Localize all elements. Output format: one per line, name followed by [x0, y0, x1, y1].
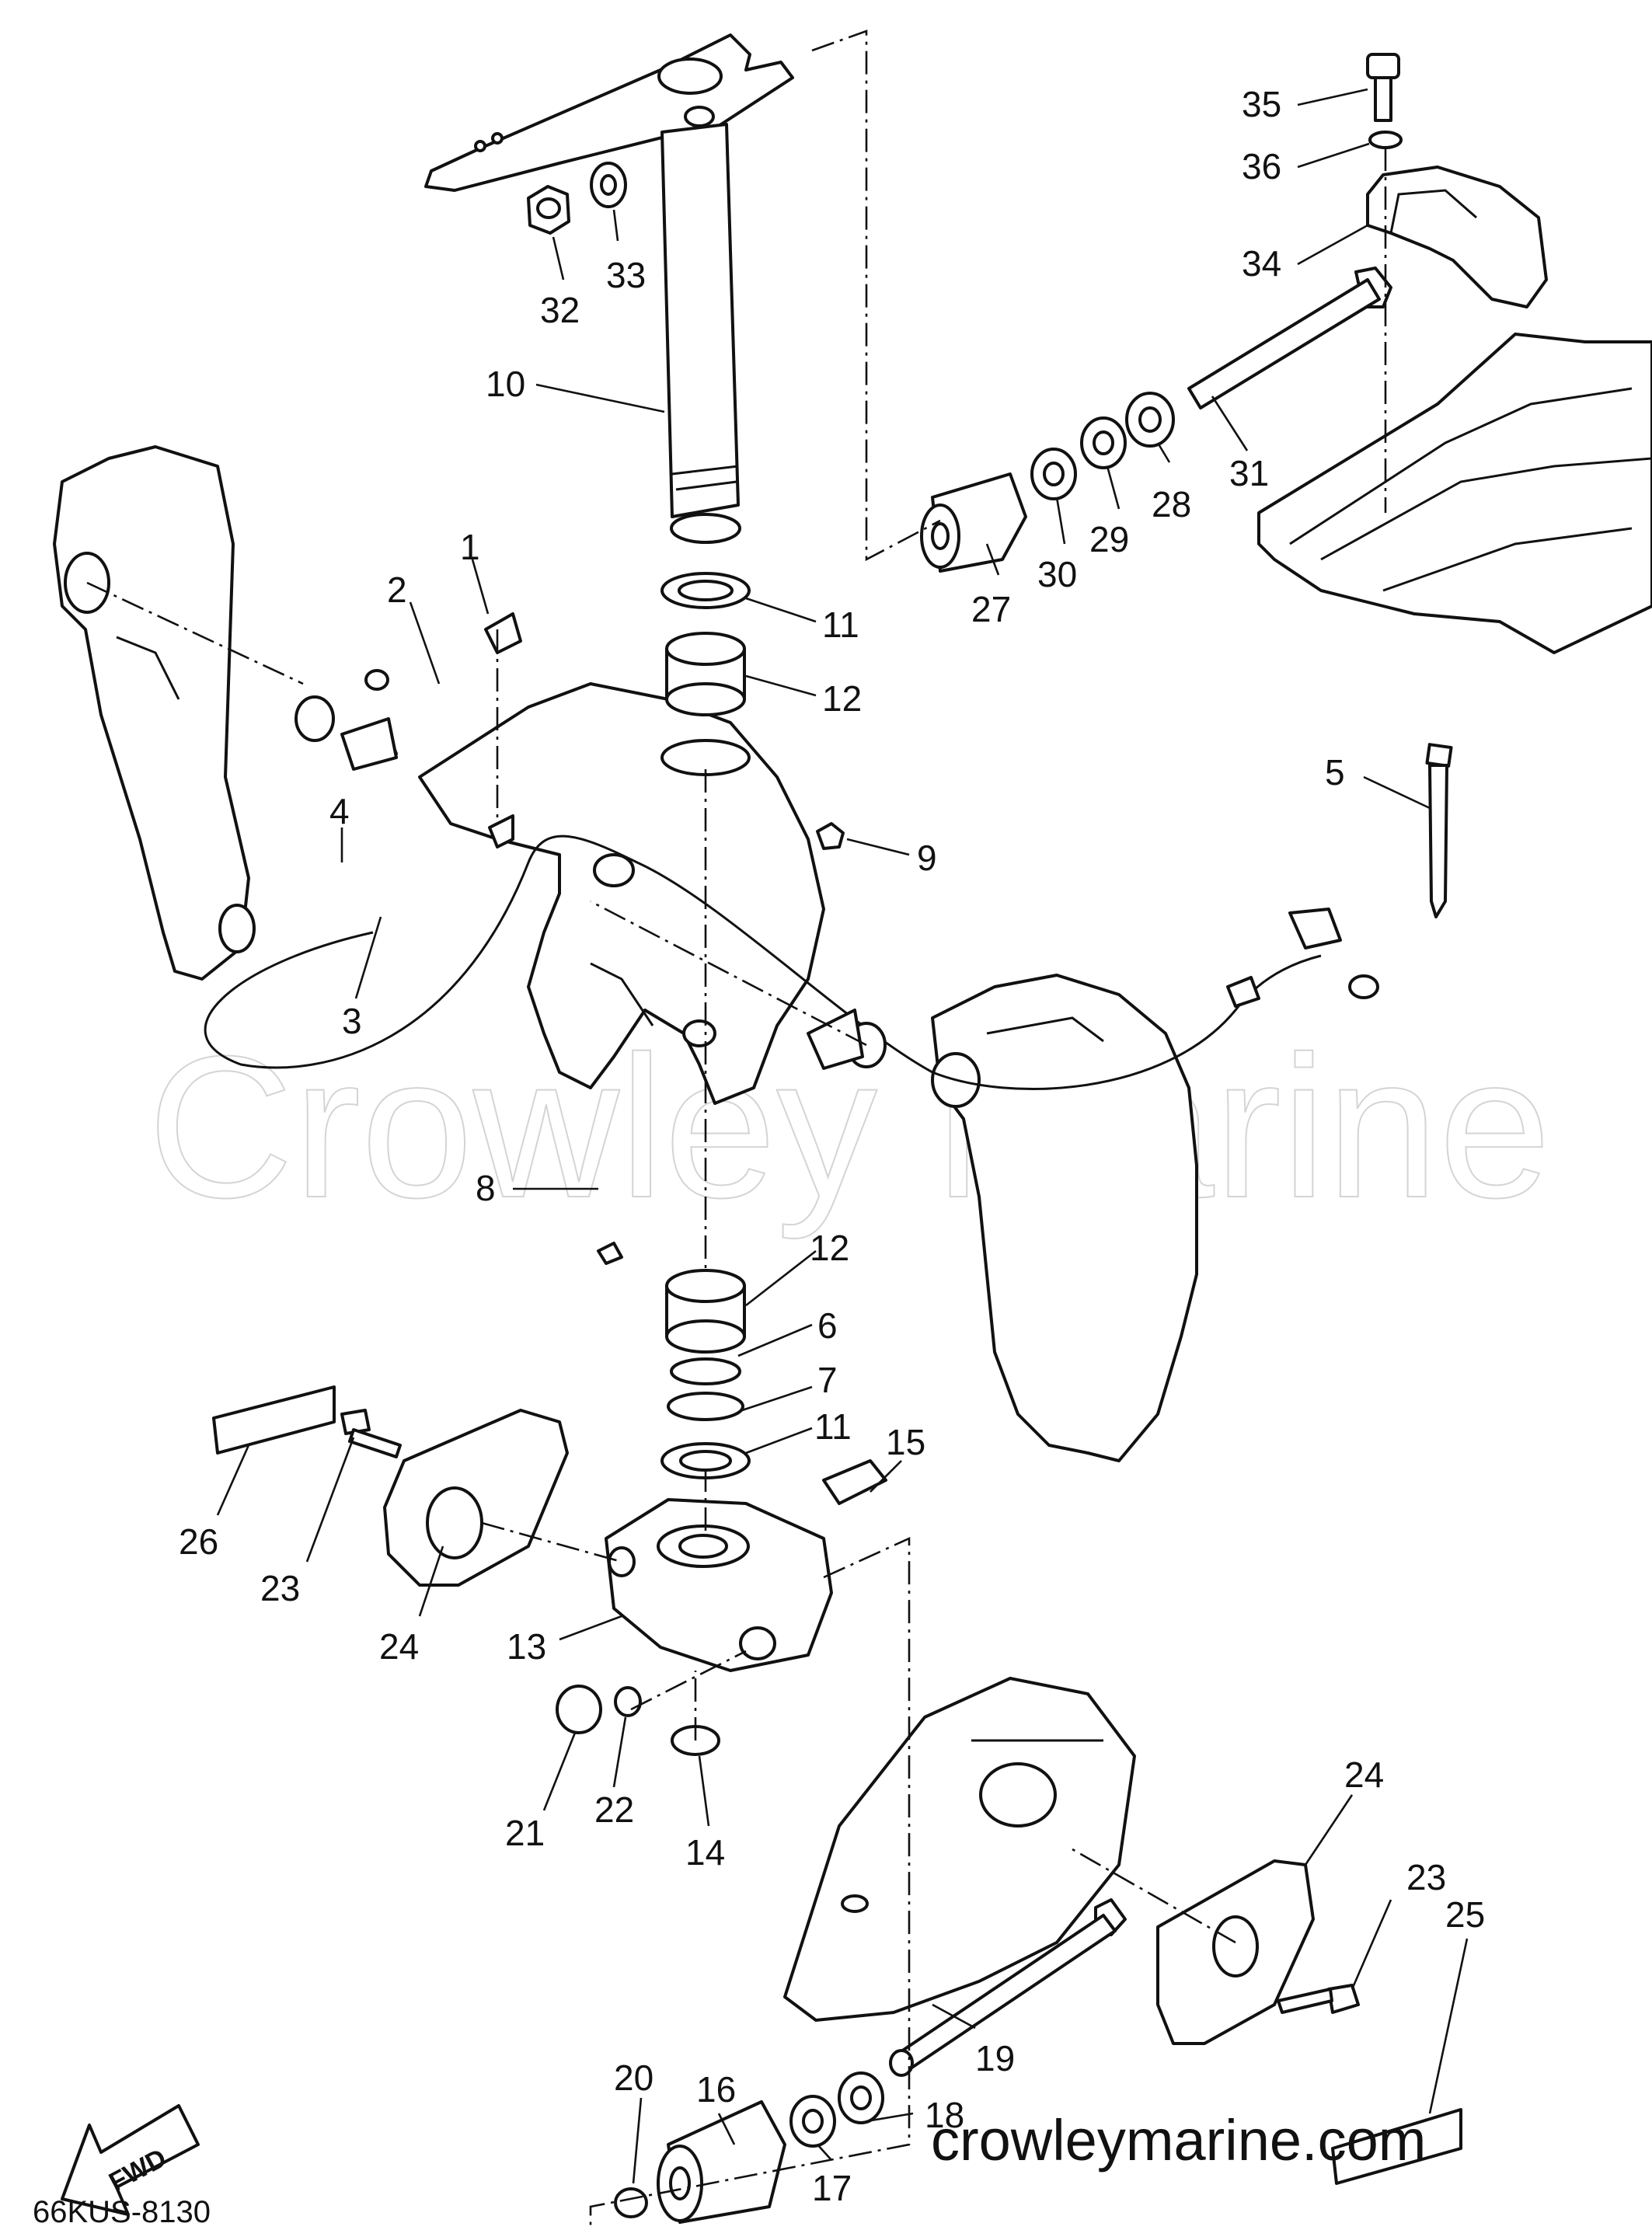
callout-9: 9: [917, 838, 937, 878]
callout-23: 23: [260, 1568, 300, 1608]
callout-leaders: [216, 88, 1469, 2184]
callout-21: 21: [505, 1813, 545, 1853]
callout-17: 17: [812, 2168, 852, 2208]
callout-3: 3: [342, 1001, 362, 1041]
steering-shaft: [660, 123, 741, 544]
callout-15: 15: [886, 1422, 925, 1462]
callout-22: 22: [594, 1789, 634, 1830]
callout-24-right: 24: [1344, 1754, 1384, 1795]
callout-33: 33: [606, 255, 646, 295]
assembly-lines: [86, 30, 1387, 2230]
callout-20: 20: [614, 2058, 653, 2098]
fwd-arrow: FWD: [61, 2104, 200, 2216]
callout-35: 35: [1242, 84, 1281, 124]
callout-10: 10: [486, 364, 525, 404]
callout-27: 27: [971, 589, 1011, 629]
lower-housing: [783, 1677, 1136, 2022]
callout-2: 2: [387, 570, 407, 610]
callout-23-right: 23: [1406, 1857, 1446, 1897]
callout-30: 30: [1037, 554, 1077, 594]
lower-mount-bracket: [605, 1498, 833, 1672]
cable-tie: [1425, 743, 1453, 918]
callout-11-lower: 11: [814, 1406, 852, 1447]
right-clamp-bracket: [931, 974, 1198, 1462]
wire-harness: [204, 835, 1379, 1090]
lower-mount-assembly: [614, 1898, 1127, 2224]
small-hardware: [295, 612, 1360, 2014]
drawing-code: 66KUS-8130: [33, 2195, 211, 2229]
callout-6: 6: [817, 1305, 838, 1346]
callout-28: 28: [1152, 484, 1191, 524]
callout-1: 1: [460, 527, 480, 567]
callout-11: 11: [822, 605, 859, 645]
callout-36: 36: [1242, 146, 1281, 186]
callout-5: 5: [1325, 752, 1345, 793]
nut-and-washer: [527, 162, 627, 235]
callout-12-lower: 12: [810, 1228, 849, 1268]
callout-12: 12: [822, 678, 862, 719]
callout-16: 16: [696, 2069, 736, 2110]
callout-24: 24: [379, 1626, 419, 1667]
steering-bushings: [660, 572, 751, 1479]
callout-18: 18: [925, 2095, 964, 2135]
parts-illustration: [53, 30, 1652, 2230]
left-clamp-bracket: [53, 445, 256, 981]
callout-8: 8: [476, 1168, 496, 1208]
callout-19: 19: [975, 2038, 1015, 2078]
callout-7: 7: [817, 1360, 838, 1400]
callout-14: 14: [685, 1832, 725, 1873]
decals: [212, 1385, 1462, 2185]
upper-mount-hardware: [1366, 53, 1548, 308]
callout-25: 25: [1445, 1894, 1485, 1935]
upper-mount-assembly: [920, 267, 1392, 573]
callout-32: 32: [540, 290, 580, 330]
callout-34: 34: [1242, 243, 1281, 284]
callout-31: 31: [1229, 453, 1269, 493]
callout-29: 29: [1089, 519, 1129, 559]
steering-arm: [424, 33, 794, 192]
callout-13: 13: [507, 1626, 546, 1667]
callout-26: 26: [179, 1521, 218, 1562]
oil-pan-housing: [1257, 333, 1652, 654]
swivel-bracket: [418, 682, 825, 1105]
website-watermark: crowleymarine.com: [931, 2108, 1426, 2173]
callout-4: 4: [329, 791, 350, 831]
callout-labels: 1 2 3 4 5 6 7 8 9 10 11 12 12 11 13 14 1…: [179, 84, 1485, 2208]
lower-covers: [383, 1409, 1315, 2045]
